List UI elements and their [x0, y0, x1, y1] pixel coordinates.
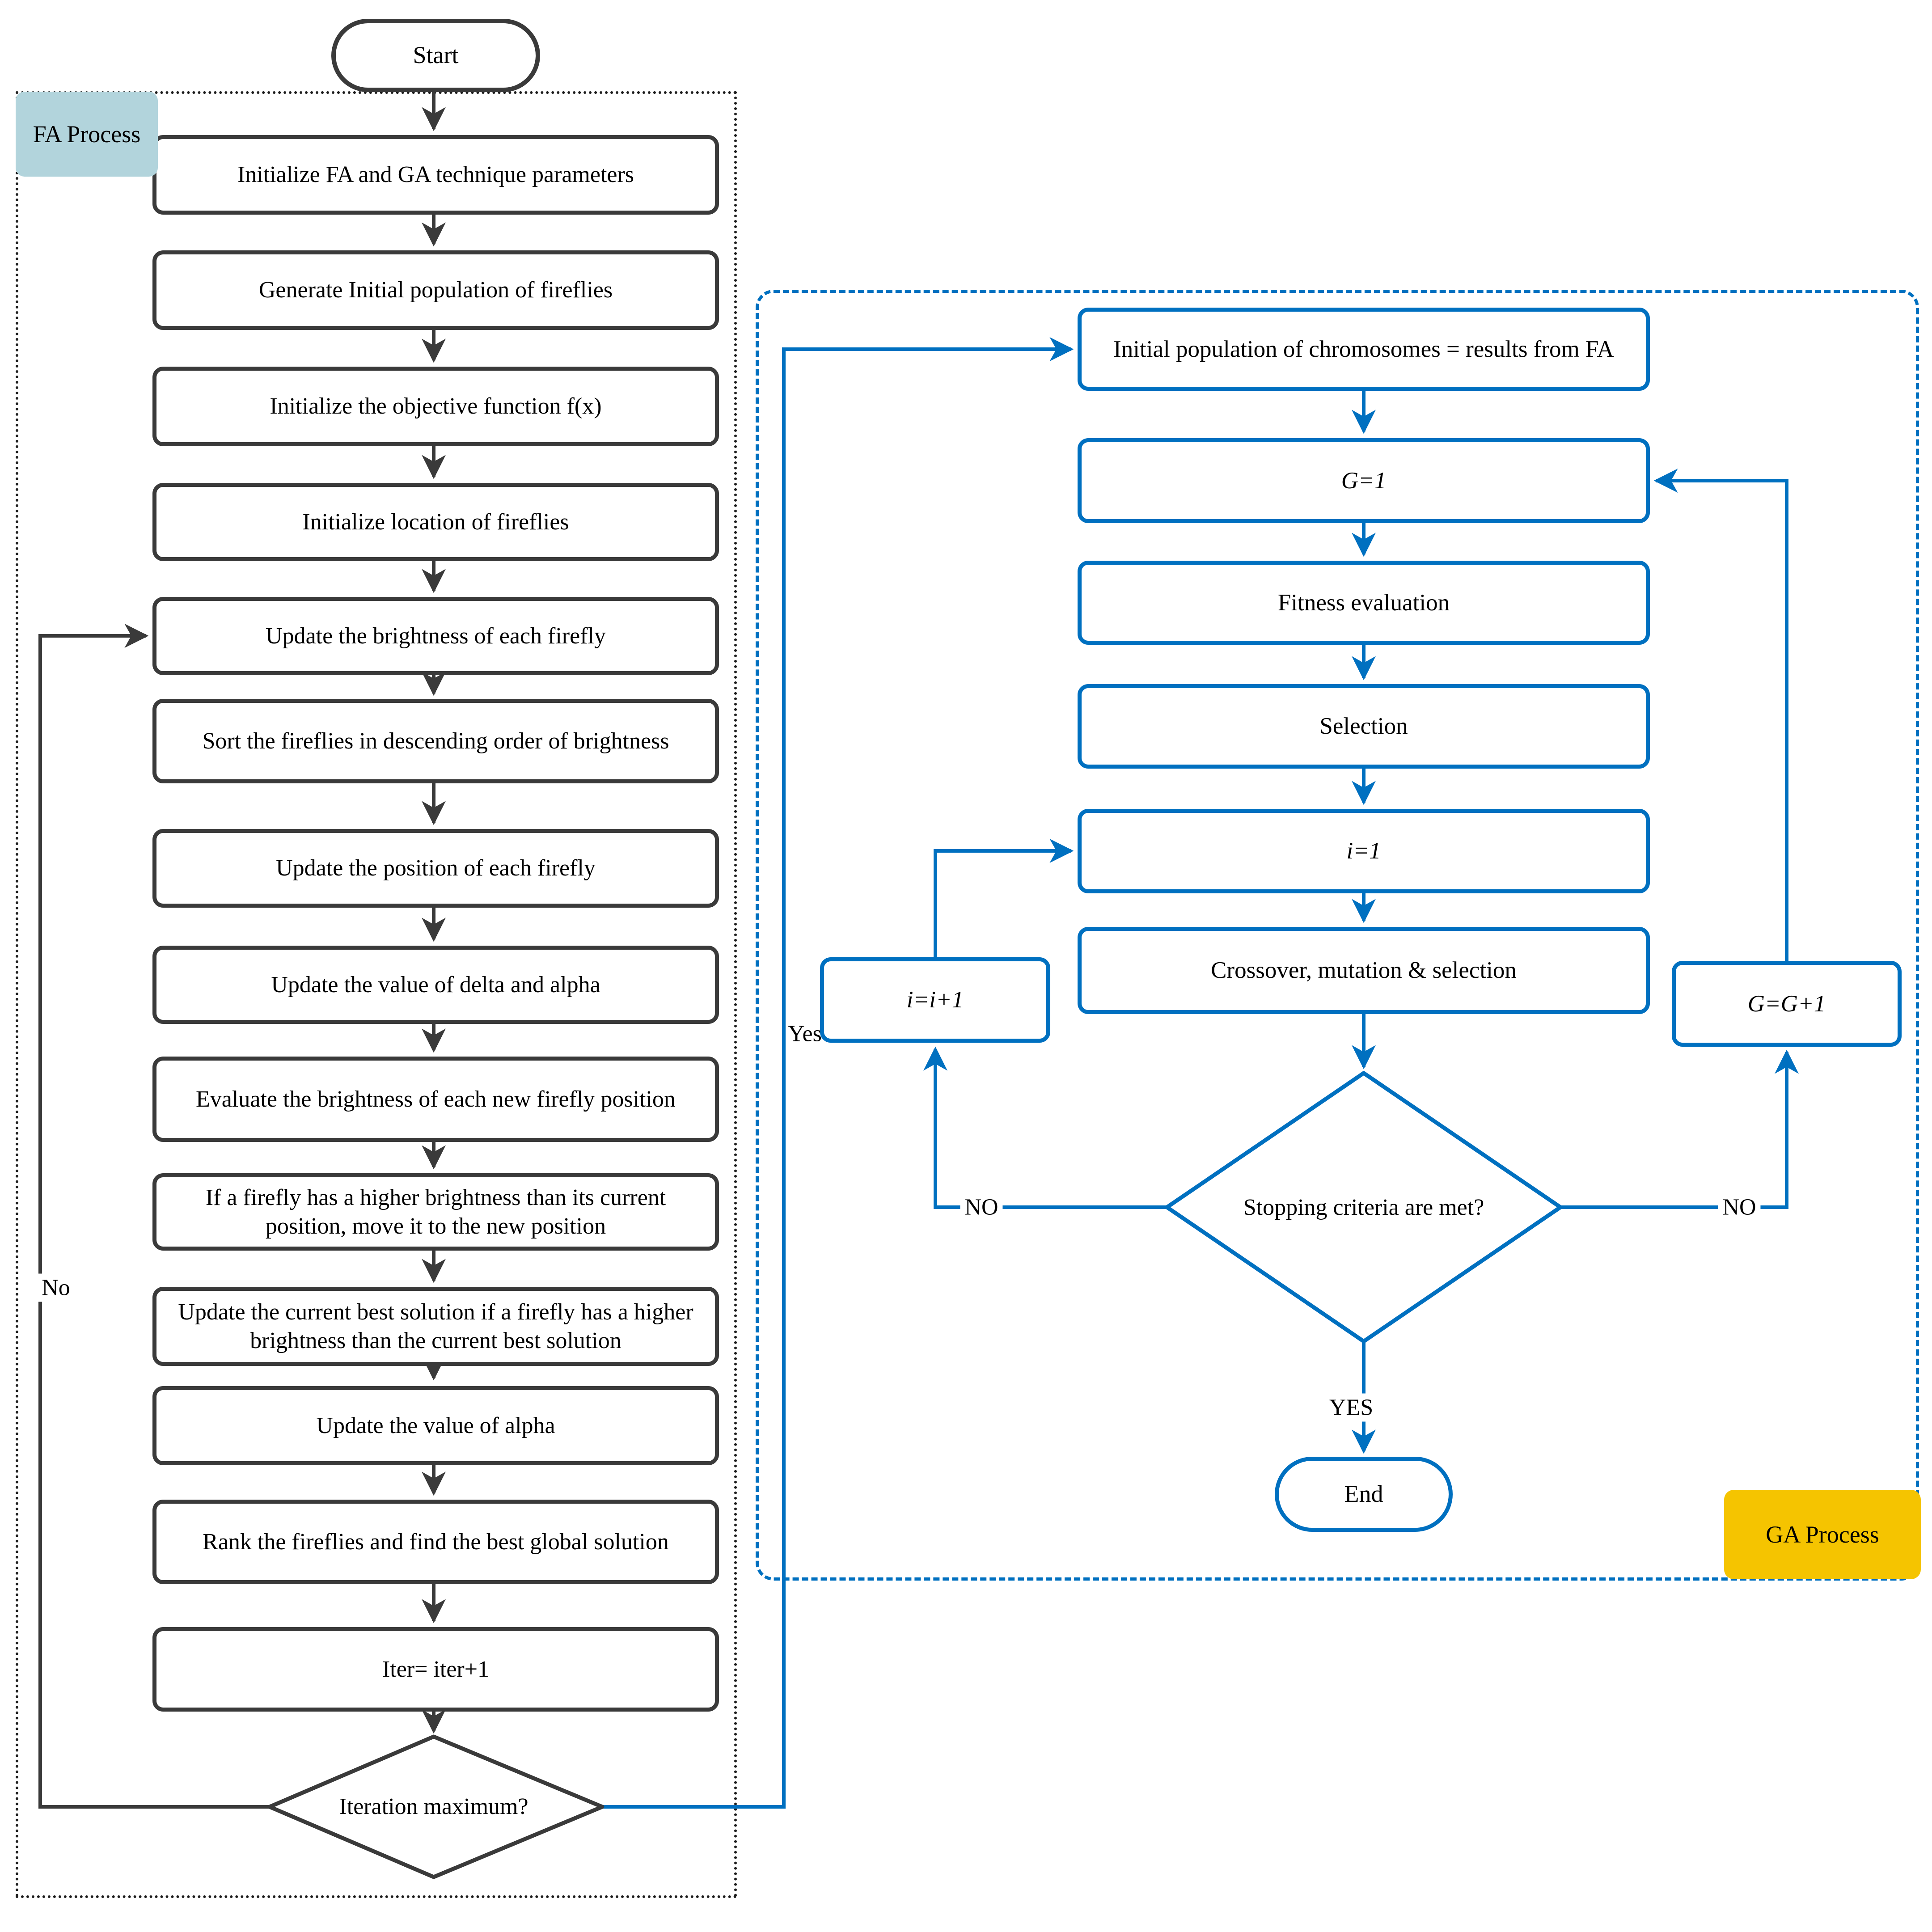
ga-step: Crossover, mutation & selection: [1078, 927, 1650, 1014]
ga-step: G=1: [1078, 438, 1650, 523]
fa-process-tag: FA Process: [16, 92, 158, 177]
start-terminator: Start: [331, 19, 540, 92]
end-terminator: End: [1275, 1457, 1453, 1532]
fa-decision-diamond: [267, 1734, 605, 1879]
fa-decision-label: Iteration maximum?: [339, 1793, 528, 1819]
ga-step: Initial population of chromosomes = resu…: [1078, 308, 1650, 391]
fa-step: Update the value of alpha: [152, 1386, 719, 1465]
ga-process-container: [756, 290, 1919, 1581]
ga-step: i=1: [1078, 809, 1650, 893]
fa-step: Update the brightness of each firefly: [152, 597, 719, 675]
ga-decision-diamond: [1165, 1071, 1563, 1344]
fa-step: If a firefly has a higher brightness tha…: [152, 1173, 719, 1251]
fa-step: Update the value of delta and alpha: [152, 946, 719, 1024]
fa-step: Update the current best solution if a fi…: [152, 1287, 719, 1366]
ga-decision-label: Stopping criteria are met?: [1243, 1194, 1484, 1220]
g-increment-box: G=G+1: [1672, 961, 1902, 1047]
fa-step: Sort the fireflies in descending order o…: [152, 699, 719, 783]
fa-step: Initialize FA and GA technique parameter…: [152, 135, 719, 215]
fa-step: Rank the fireflies and find the best glo…: [152, 1500, 719, 1584]
end-label: End: [1344, 1480, 1383, 1508]
fa-process-container: [16, 91, 737, 1898]
fa-yes-label: Yes: [788, 1021, 822, 1047]
fa-step: Initialize the objective function f(x): [152, 367, 719, 446]
ga-step: Fitness evaluation: [1078, 561, 1650, 645]
fa-step: Update the position of each firefly: [152, 829, 719, 908]
fa-step: Evaluate the brightness of each new fire…: [152, 1057, 719, 1142]
i-increment-box: i=i+1: [820, 957, 1050, 1043]
ga-no-left-label: NO: [960, 1193, 1003, 1222]
fa-step: Iter= iter+1: [152, 1627, 719, 1712]
fa-step: Generate Initial population of fireflies: [152, 250, 719, 330]
ga-step: Selection: [1078, 684, 1650, 769]
fa-no-label: No: [37, 1273, 75, 1302]
start-label: Start: [413, 42, 459, 69]
ga-yes-label: YES: [1324, 1393, 1378, 1422]
ga-no-right-label: NO: [1718, 1193, 1761, 1222]
fa-step: Initialize location of fireflies: [152, 483, 719, 561]
ga-process-tag: GA Process: [1724, 1490, 1921, 1579]
